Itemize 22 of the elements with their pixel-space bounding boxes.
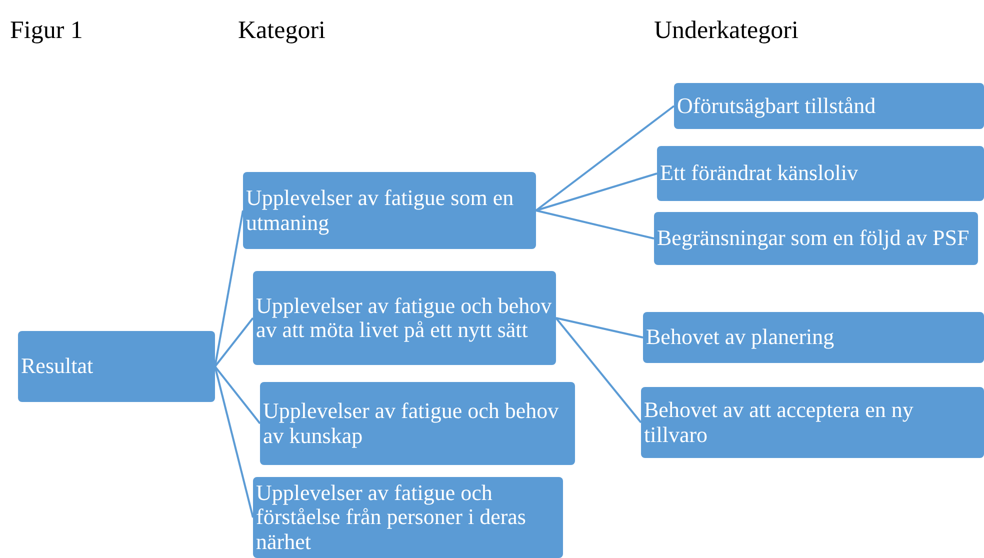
figure-number: Figur 1: [10, 17, 83, 45]
connector-line: [214, 210, 244, 367]
connector-line: [555, 317, 642, 424]
connector-line: [536, 172, 658, 212]
category-box: Upplevelser av fatigue som en utmaning: [243, 172, 536, 249]
connector-line: [214, 317, 254, 368]
column-heading: Underkategori: [654, 17, 798, 45]
column-heading: Kategori: [238, 17, 326, 45]
category-box: Oförutsägbart tillstånd: [674, 83, 984, 129]
category-box: Resultat: [18, 331, 215, 402]
connector-line: [214, 366, 254, 518]
connector-line: [535, 105, 675, 212]
category-box: Behovet av att acceptera en ny tillvaro: [641, 387, 984, 458]
category-box: Begränsningar som en följd av PSF: [654, 212, 978, 265]
category-box: Upplevelser av fatigue och behov av att möta livet på ett nytt sätt: [253, 271, 556, 365]
connector-line: [536, 210, 654, 240]
connector-line: [214, 366, 261, 424]
category-box: Upplevelser av fatigue och förståelse från personer i deras närhet: [253, 477, 563, 558]
category-box: Upplevelser av fatigue och behov av kunskap: [260, 382, 575, 465]
connector-line: [556, 317, 644, 338]
category-box: Ett förändrat känsloliv: [657, 146, 984, 201]
category-box: Behovet av planering: [643, 312, 984, 363]
